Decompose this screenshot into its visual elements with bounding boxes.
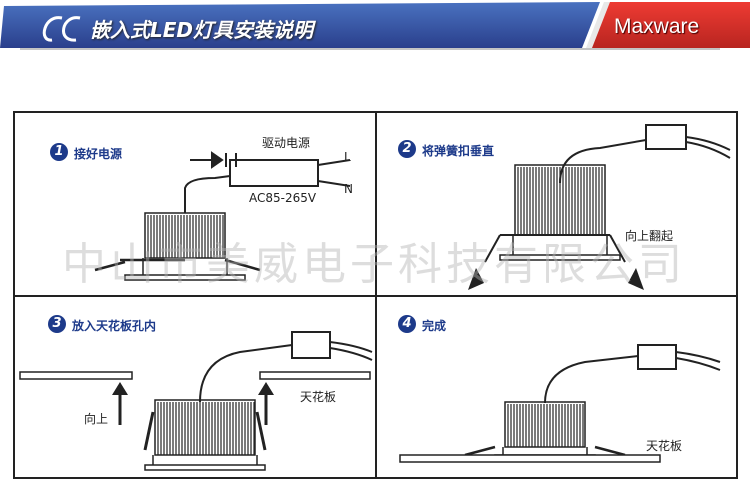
spring-clips-inserted xyxy=(143,411,267,451)
lamp-3-heatsink xyxy=(154,399,256,456)
step-1-label: 接好电源 xyxy=(74,147,123,161)
lamp-3-trim xyxy=(144,464,266,471)
lamp-4-heatsink xyxy=(504,401,586,448)
arrow-left-icon xyxy=(468,268,484,290)
step-4-label: 完成 xyxy=(422,319,447,333)
step-3-number: 3 xyxy=(48,315,66,333)
ceiling-label: 天花板 xyxy=(300,390,337,404)
lamp-1-trim xyxy=(124,274,246,281)
driver-label: 驱动电源 xyxy=(262,136,311,150)
step-2-label: 将弹簧扣垂直 xyxy=(422,144,495,158)
live-label: L xyxy=(344,150,351,164)
neutral-label: N xyxy=(344,182,353,196)
header-banner xyxy=(0,2,750,50)
spring-clips-installed xyxy=(464,445,626,457)
spring-clips-open xyxy=(94,258,261,272)
step-3-label: 放入天花板孔内 xyxy=(72,319,157,333)
arrow-right-icon xyxy=(628,268,644,290)
logo-icon xyxy=(42,16,81,42)
spring-clips-vertical xyxy=(484,234,626,263)
lamp-2-trim xyxy=(499,254,621,261)
driver-box xyxy=(229,159,319,187)
step-4-number: 4 xyxy=(398,315,416,333)
watermark: 中山市美威电子科技有限公司 xyxy=(62,239,686,290)
lamp-1-heatsink xyxy=(144,212,226,259)
voltage-label: AC85-265V xyxy=(249,191,317,205)
ceiling-label-2: 天花板 xyxy=(646,439,683,453)
brand-name: Maxware xyxy=(614,15,700,38)
flip-up-label: 向上翻起 xyxy=(625,229,674,243)
step-2-number: 2 xyxy=(398,140,416,158)
up-label: 向上 xyxy=(84,412,109,426)
page-title: 嵌入式LED灯具安装说明 xyxy=(90,18,314,42)
step-1-number: 1 xyxy=(50,143,68,161)
